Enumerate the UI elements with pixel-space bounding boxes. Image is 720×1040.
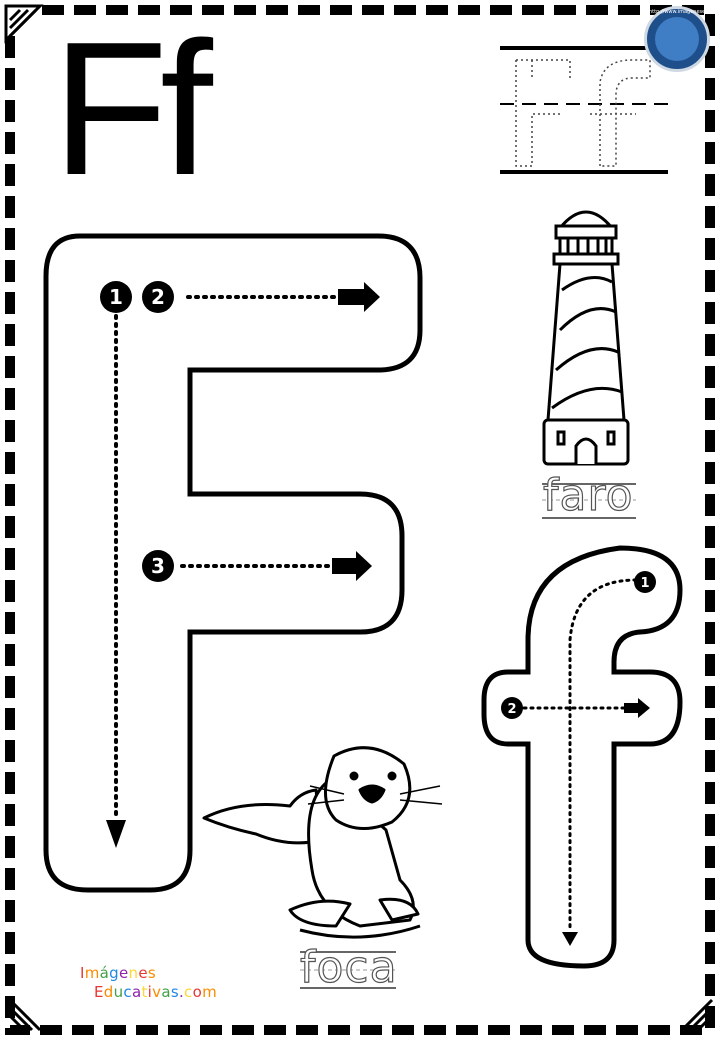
tracing-sample xyxy=(500,46,668,174)
big-letter-outline xyxy=(43,233,423,893)
arrow-right-icon xyxy=(332,551,372,581)
page-title: Ff xyxy=(52,3,213,215)
small-letter-guides xyxy=(522,578,650,946)
big-letter-guides xyxy=(106,282,380,848)
arrow-down-icon xyxy=(106,820,126,848)
word-foca: foca xyxy=(299,942,398,993)
svg-text:3: 3 xyxy=(151,554,165,578)
small-stroke-number-1: 1 xyxy=(634,571,656,593)
seal-icon xyxy=(202,746,443,939)
stroke-number-1: 1 xyxy=(100,281,132,313)
word-faro: faro xyxy=(542,470,634,521)
stroke-number-3: 3 xyxy=(142,550,174,582)
svg-text:1: 1 xyxy=(640,576,649,591)
arrow-down-icon xyxy=(562,932,578,946)
arrow-right-icon xyxy=(624,698,650,718)
svg-text:1: 1 xyxy=(109,285,123,309)
arrow-right-icon xyxy=(338,282,380,312)
badge-url: http://www.imageneseducativas.com xyxy=(649,9,709,15)
badge-figure xyxy=(655,17,699,61)
small-stroke-number-2: 2 xyxy=(501,697,523,719)
svg-text:2: 2 xyxy=(151,285,165,309)
small-letter-outline xyxy=(481,545,683,969)
logo-line-2: Educativas.com xyxy=(94,983,217,1001)
logo-badge-icon[interactable]: http://www.imageneseducativas.com xyxy=(644,6,710,72)
lighthouse-icon xyxy=(542,210,630,466)
svg-text:2: 2 xyxy=(507,702,516,717)
logo-line-1: Imágenes xyxy=(80,964,156,982)
stroke-number-2: 2 xyxy=(142,281,174,313)
